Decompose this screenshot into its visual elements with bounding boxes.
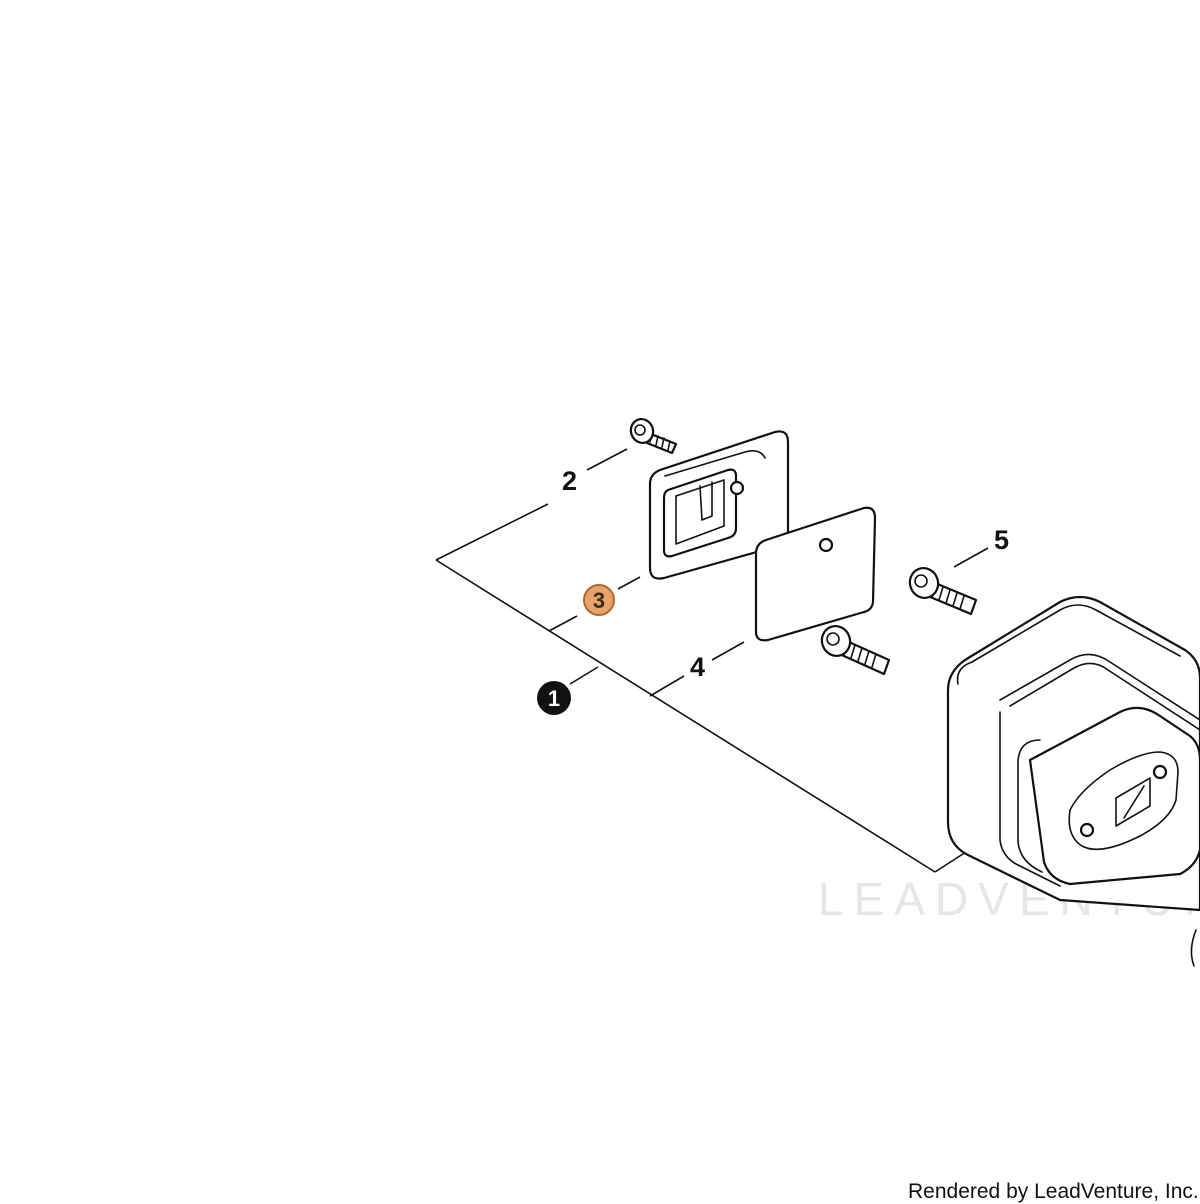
screw-part-5b[interactable] bbox=[818, 622, 891, 676]
gasket-part-3[interactable] bbox=[648, 430, 790, 580]
callout-label-2[interactable]: 2 bbox=[562, 466, 577, 496]
muffler-part-1[interactable] bbox=[946, 595, 1200, 967]
callout-label-1: 1 bbox=[548, 686, 560, 711]
shield-part-4[interactable] bbox=[754, 506, 877, 642]
screw-part-5a[interactable] bbox=[906, 564, 978, 616]
callout-label-3: 3 bbox=[593, 588, 605, 613]
callout-label-5[interactable]: 5 bbox=[994, 525, 1009, 555]
callout-1-badge[interactable]: 1 bbox=[537, 681, 571, 715]
screw-part-2[interactable] bbox=[628, 416, 678, 455]
callout-3-highlighted[interactable]: 3 bbox=[583, 584, 615, 616]
assembly-lines bbox=[435, 448, 989, 873]
footer-credit: Rendered by LeadVenture, Inc. bbox=[908, 1180, 1199, 1203]
callout-label-4[interactable]: 4 bbox=[690, 652, 705, 682]
